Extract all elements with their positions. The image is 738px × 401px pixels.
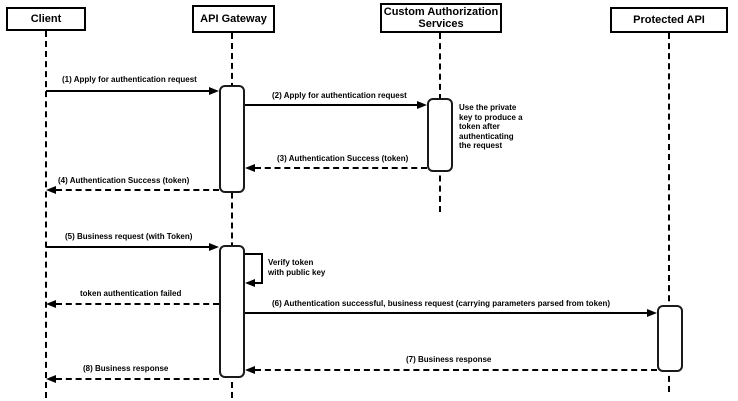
activation-api-gateway-auth — [219, 85, 245, 193]
message-1-line — [46, 90, 209, 92]
message-3-label: (3) Authentication Success (token) — [277, 154, 409, 163]
actor-box-custom-auth: Custom Authorization Services — [380, 3, 502, 33]
message-2-arrowhead — [417, 101, 427, 109]
self-message-label: Verify token with public key — [268, 258, 326, 277]
message-8-label: (8) Business response — [83, 364, 169, 373]
message-6-arrowhead — [647, 309, 657, 317]
actor-label-protected-api: Protected API — [633, 14, 705, 26]
message-5-line — [46, 246, 209, 248]
actor-box-client: Client — [6, 7, 86, 31]
message-2-label: (2) Apply for authentication request — [272, 91, 407, 100]
message-7-line — [255, 369, 657, 371]
message-7-arrowhead — [245, 366, 255, 374]
lifeline-client — [45, 31, 47, 398]
message-3-arrowhead — [245, 164, 255, 172]
message-3-line — [255, 167, 427, 169]
actor-box-api-gateway: API Gateway — [192, 5, 275, 33]
message-2-line — [245, 104, 417, 106]
actor-label-custom-auth: Custom Authorization Services — [383, 6, 499, 30]
message-1-arrowhead — [209, 87, 219, 95]
message-4-arrowhead — [46, 186, 56, 194]
message-token-auth-failed-arrowhead — [46, 300, 56, 308]
message-token-auth-failed-label: token authentication failed — [80, 289, 182, 298]
message-5-label: (5) Business request (with Token) — [65, 232, 193, 241]
activation-custom-auth — [427, 98, 453, 172]
actor-box-protected-api: Protected API — [610, 7, 728, 33]
activation-api-gateway-business — [219, 245, 245, 378]
self-message-bottom-line — [255, 282, 263, 284]
self-message-top-line — [245, 253, 263, 255]
actor-label-api-gateway: API Gateway — [200, 13, 267, 25]
message-4-line — [56, 189, 219, 191]
message-1-label: (1) Apply for authentication request — [62, 75, 197, 84]
message-5-arrowhead — [209, 243, 219, 251]
lifeline-api-gateway — [231, 33, 233, 398]
message-6-label: (6) Authentication successful, business … — [272, 299, 611, 308]
lifeline-protected-api — [668, 33, 670, 392]
actor-label-client: Client — [30, 13, 62, 25]
message-8-line — [56, 378, 219, 380]
message-4-label: (4) Authentication Success (token) — [58, 176, 190, 185]
activation-protected-api — [657, 305, 683, 372]
message-7-label: (7) Business response — [406, 355, 492, 364]
self-message-side-line — [261, 253, 263, 284]
message-6-line — [245, 312, 647, 314]
self-message-arrowhead — [245, 279, 255, 287]
message-token-auth-failed-line — [56, 303, 219, 305]
message-8-arrowhead — [46, 375, 56, 383]
note-use-private-key: Use the private key to produce a token a… — [459, 103, 523, 150]
